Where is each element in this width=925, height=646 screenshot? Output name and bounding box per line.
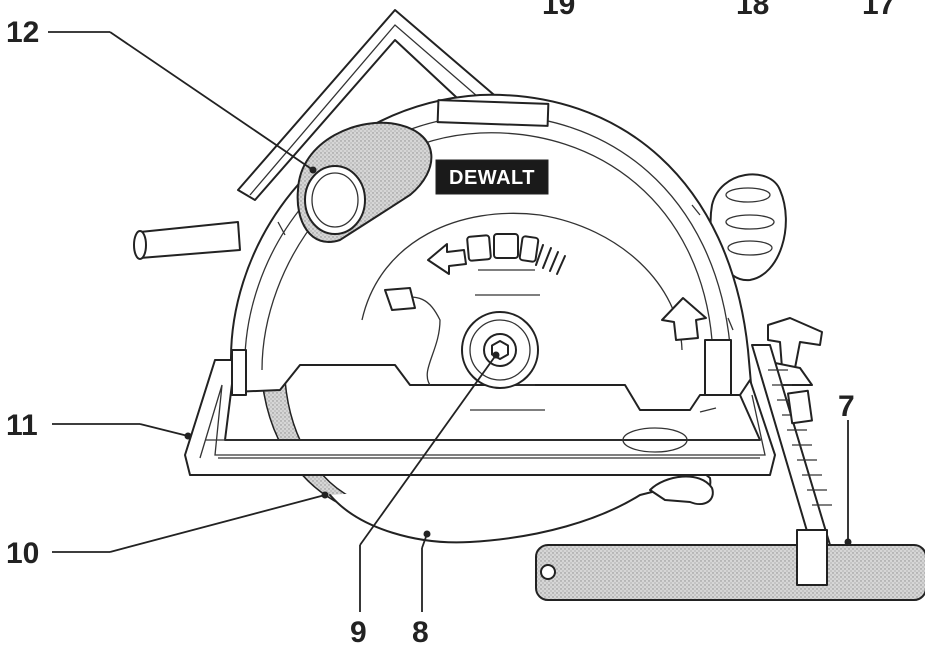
callout-12: 12	[6, 16, 39, 49]
blade-arbor	[461, 311, 539, 389]
dewalt-logo: DEWALT	[435, 159, 549, 195]
up-arrow-icon	[661, 297, 707, 341]
callout-17: 17	[862, 0, 895, 21]
callout-11: 11	[6, 409, 38, 442]
sight-window	[296, 121, 433, 243]
callout-7: 7	[838, 390, 855, 423]
blade-plate	[361, 212, 683, 411]
rotation-arrow-icon	[427, 233, 566, 275]
callout-18: 18	[736, 0, 769, 21]
auxiliary-handle	[133, 221, 241, 260]
retract-lever	[622, 427, 714, 506]
callout-9: 9	[350, 616, 367, 646]
depth-knob	[709, 173, 787, 282]
callout-19: 19	[542, 0, 575, 21]
callout-8: 8	[412, 616, 429, 646]
callout-labels: 19 18 17 12 11 10 9 8 7	[6, 0, 895, 646]
callout-10: 10	[6, 537, 39, 570]
callout-leaders	[48, 31, 852, 612]
dewalt-logo-text: DEWALT	[449, 167, 535, 189]
rip-fence	[535, 344, 925, 601]
